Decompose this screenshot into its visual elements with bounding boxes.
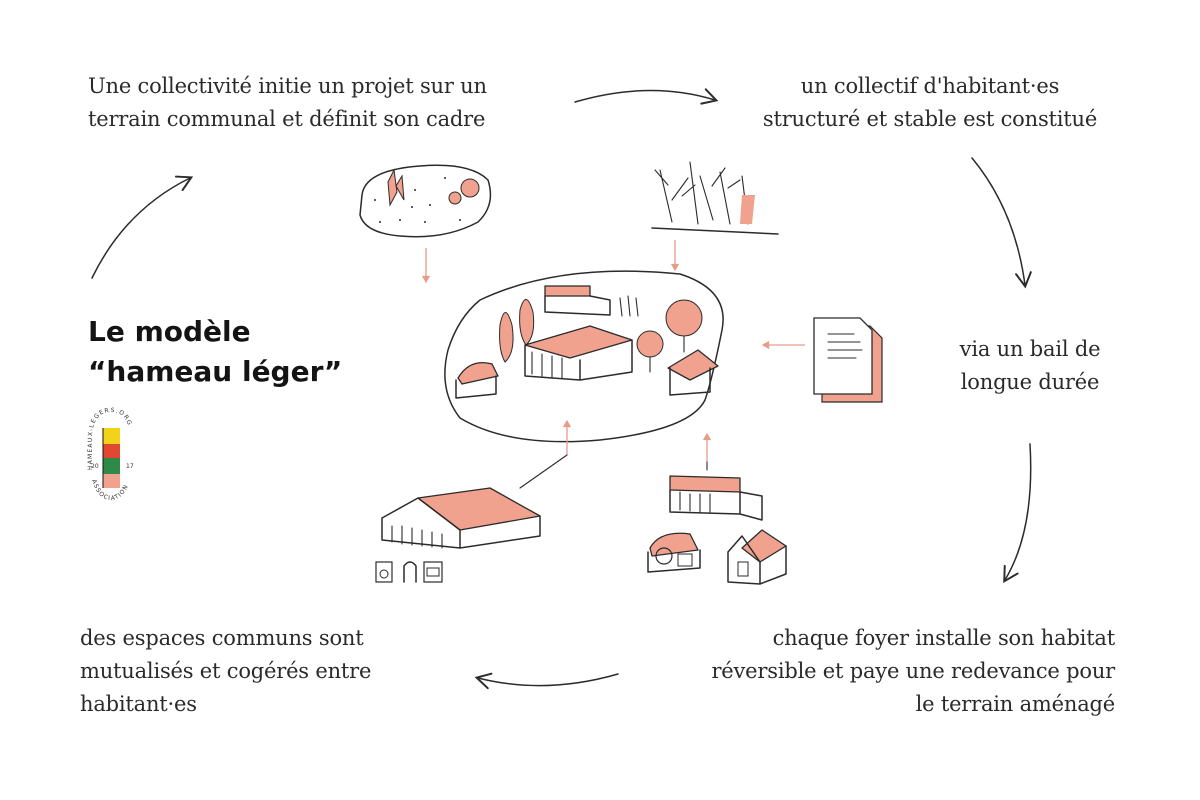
cycle-arrow-bottom [474,672,619,690]
step-collectivite: Une collectivité initie un projet sur un… [88,74,487,131]
diagram-title: Le modèle “hameau léger” [88,315,343,388]
cycle-arrow-right-upper [971,157,1032,289]
hamlet-central-illustration [444,270,724,443]
people-group-illustration [651,161,779,235]
bail-document-icon [813,317,883,403]
cycle-arrow-top [574,88,719,105]
hameaux-legers-logo: HAMEAUX-LEGERS.ORG ASSOCIATION 20 17 [87,407,134,502]
step-foyer: chaque foyer installe son habitat révers… [711,626,1115,716]
shared-building-illustration [375,454,568,583]
step-espaces-communs: des espaces communs sont mutualisés et c… [80,626,372,716]
logo-left-number: 20 [91,463,99,470]
cycle-arrow-left [91,175,194,279]
individual-homes-illustration [647,461,787,585]
terrain-illustration [359,164,492,238]
step-collectif: un collectif d'habitant·es structuré et … [762,74,1098,131]
cycle-arrow-right-lower [1003,443,1032,584]
logo-right-number: 17 [126,463,134,470]
step-bail: via un bail de longue durée [959,337,1101,394]
